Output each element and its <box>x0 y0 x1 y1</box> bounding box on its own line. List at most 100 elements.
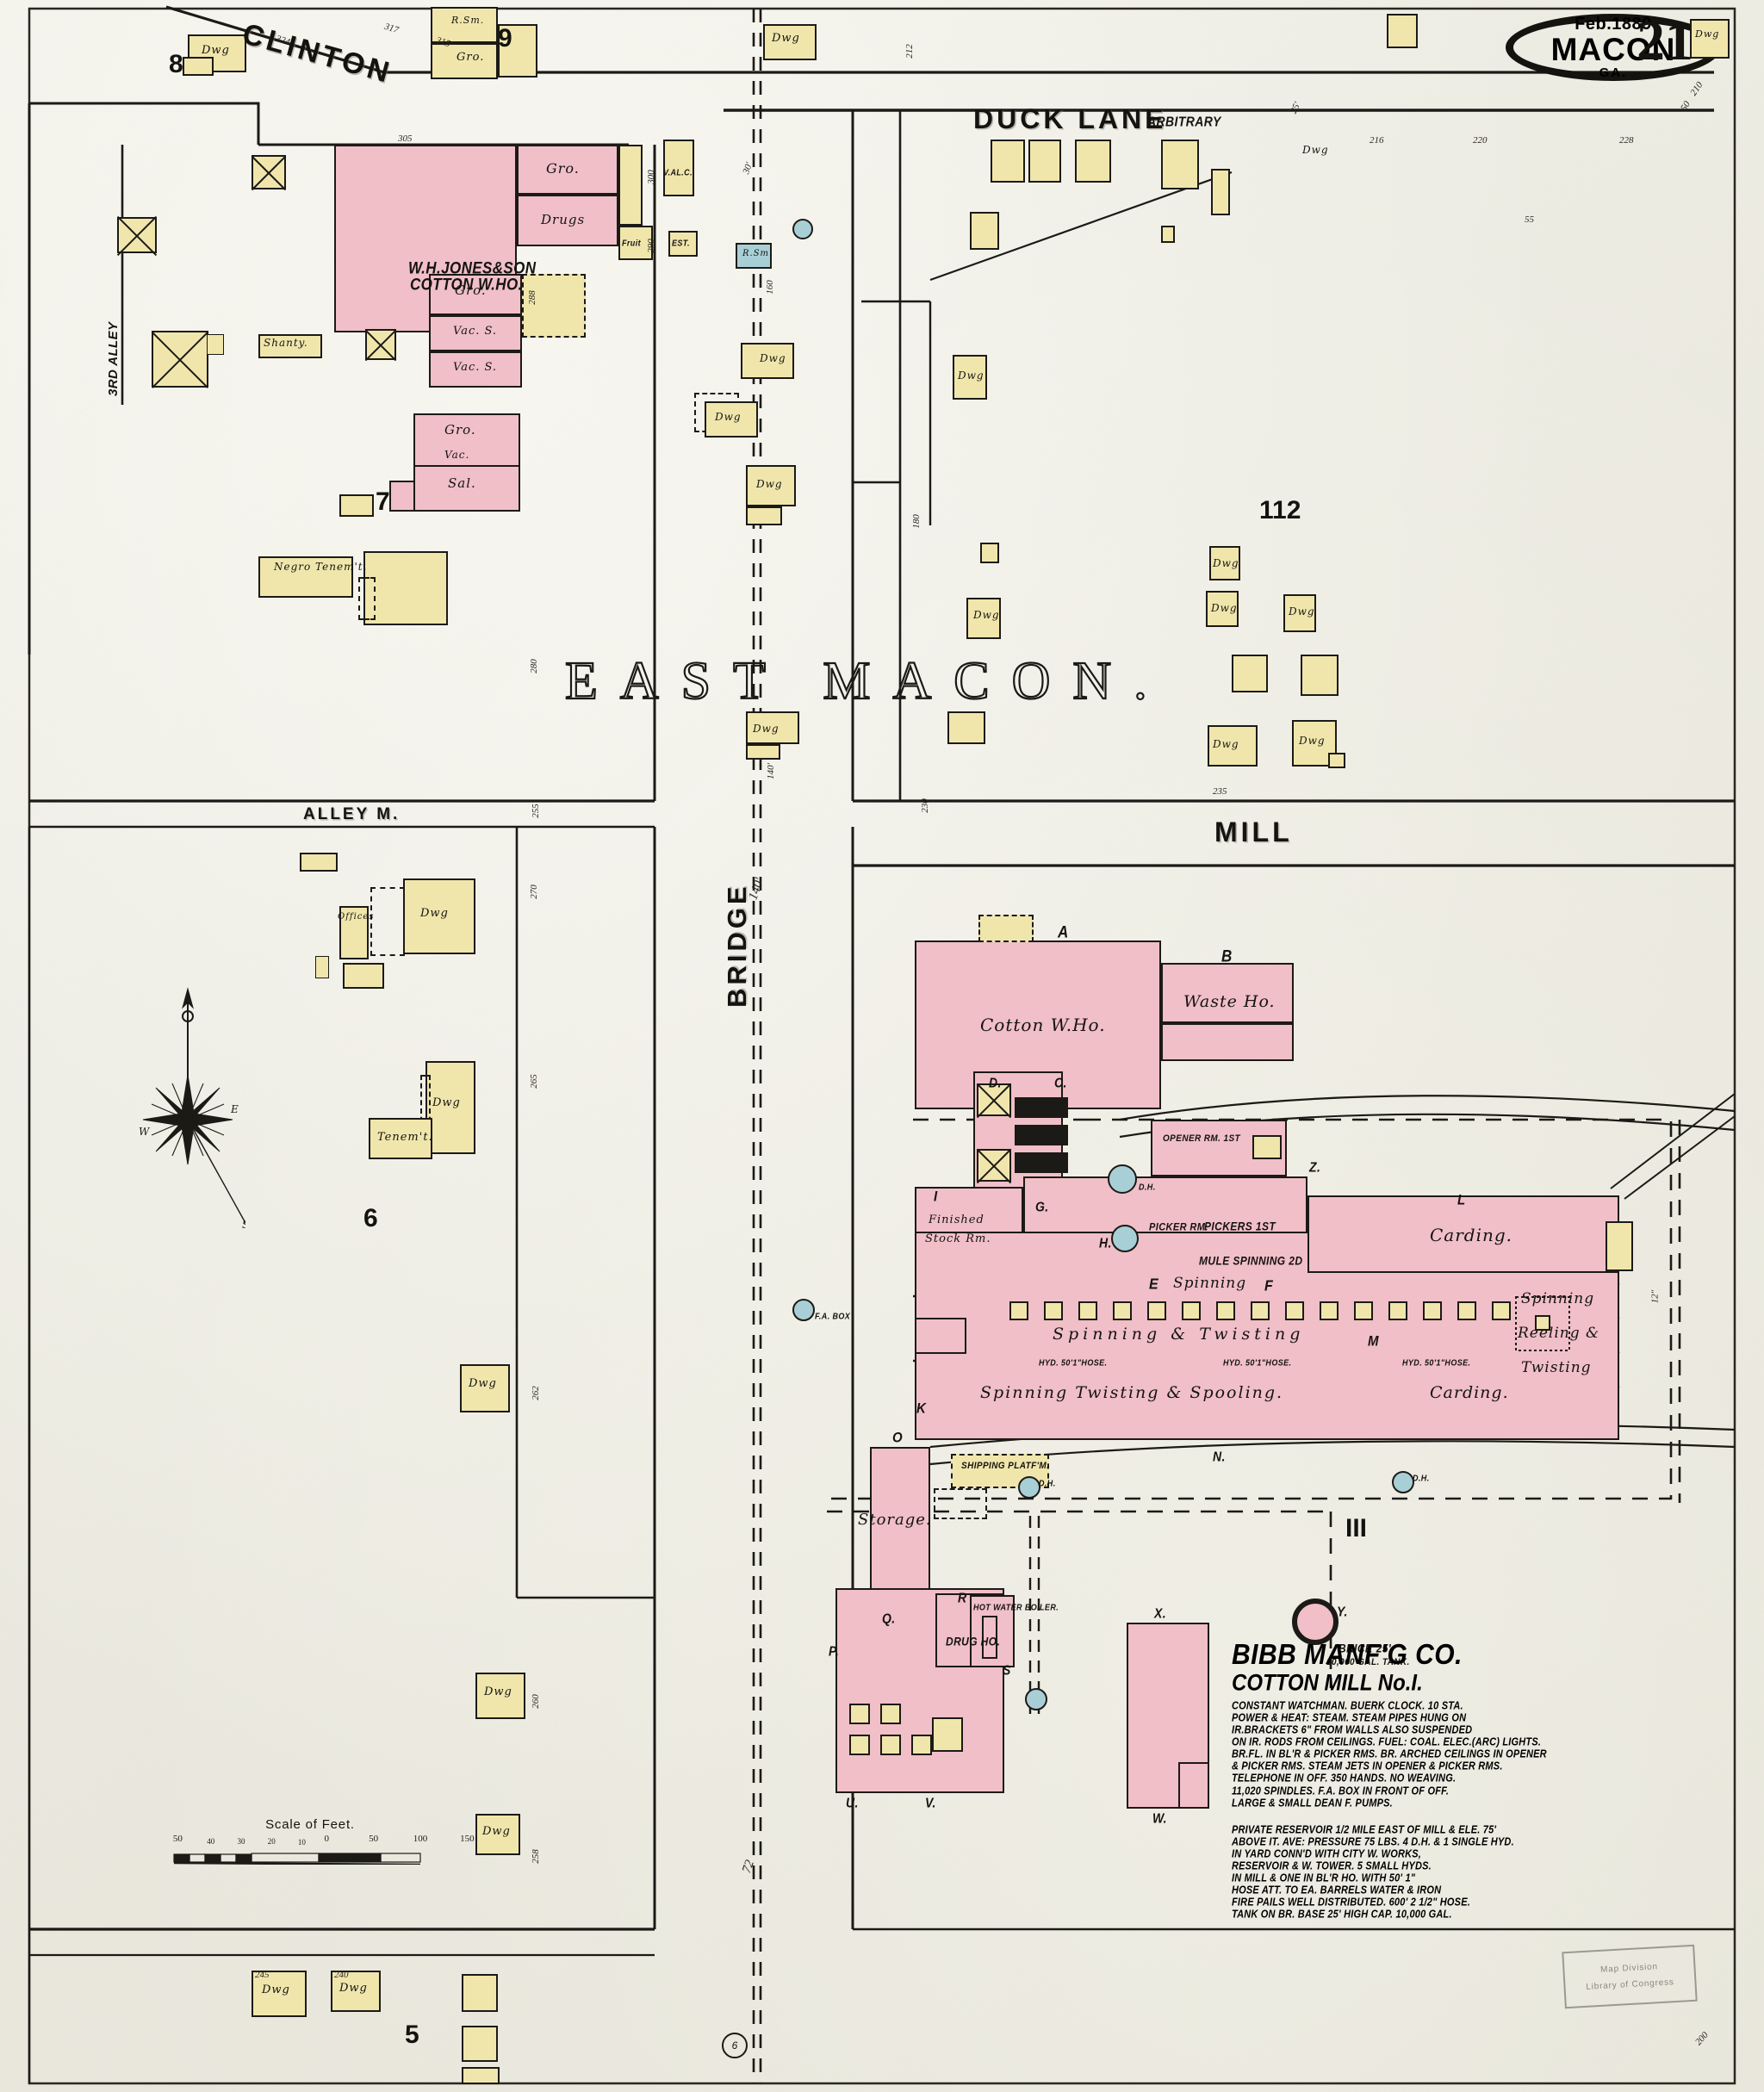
building-mill-east-stair <box>1606 1221 1633 1271</box>
building-mill-south-shed-c <box>880 1704 901 1724</box>
building-dwelling-block8-rear <box>183 57 214 76</box>
key-letter-B: B <box>1221 947 1233 966</box>
occupancy-vacalc: V.AL.C. <box>663 167 693 177</box>
occupancy-dwg-112-d: Dwg <box>756 478 783 490</box>
label-shanty: Shanty. <box>264 337 308 349</box>
hydrant-note-2: HYD. 50'1"HOSE. <box>1223 1357 1292 1368</box>
compass-east-label: E <box>230 1103 239 1115</box>
building-clinton-corner-shop <box>498 24 537 78</box>
building-fruit-stand <box>618 226 653 260</box>
scale-tick-50l: 50 <box>172 1834 183 1844</box>
water-line-5: IN MILL & ONE IN BL'R HO. WITH 50' 1" <box>1232 1872 1416 1884</box>
dim-255: 255 <box>530 804 541 818</box>
dim-72: 55 <box>1525 214 1534 225</box>
building-mill-tenement-x-annex <box>1178 1762 1209 1809</box>
building-6-dwelling-d <box>475 1673 525 1719</box>
occupancy-repair-smith: R.Sm. <box>742 249 773 258</box>
water-line-6: HOSE ATT. TO EA. BARRELS WATER & IRON <box>1232 1884 1442 1896</box>
occupancy-vac: Vac. <box>444 449 470 461</box>
block-number-7: 7 <box>376 487 390 516</box>
block-number-III: III <box>1345 1514 1368 1543</box>
dim-220: 220 <box>1473 135 1488 146</box>
dim-160: 140' <box>765 763 776 779</box>
key-letter-K: K <box>916 1400 927 1418</box>
building-grocery-jones <box>517 145 618 195</box>
scale-bar: Scale of Feet. 50 40 30 20 10 0 50 100 1… <box>172 1817 475 1865</box>
building-vaccination-office <box>663 140 694 196</box>
building-5-dwelling-d <box>462 2026 498 2062</box>
occupancy-gro-1: Gro. <box>546 160 580 177</box>
label-spinning-twisting-f: Spinning & Twisting <box>1053 1325 1305 1344</box>
key-letter-I: I <box>934 1188 938 1206</box>
building-negro-tenement <box>258 556 353 598</box>
label-drug-house: DRUG HO. <box>946 1635 1001 1648</box>
block-number-8: 8 <box>169 50 183 78</box>
mill-description-block: BIBB MANF'G CO. COTTON MILL No.I. CONSTA… <box>1232 1639 1593 1921</box>
key-letter-W-tenement: W. <box>1152 1810 1167 1826</box>
building-saloon-annex <box>389 481 415 512</box>
building-6-shed-a <box>343 963 384 989</box>
building-112-dwelling-w <box>1208 725 1258 767</box>
building-112-dwelling-c <box>1075 140 1111 183</box>
building-shanty <box>258 334 322 358</box>
dim-280: 280 <box>528 659 539 674</box>
occupancy-dwg-112-f: Dwg <box>1213 557 1239 569</box>
building-112-dwelling-t <box>746 744 780 760</box>
building-112-dwelling-l <box>746 506 782 525</box>
label-shipping-platform: SHIPPING PLATF'M. <box>961 1461 1050 1472</box>
key-letter-O: O <box>892 1429 904 1447</box>
building-kitchen-house <box>431 7 498 43</box>
scale-tick-0: 0 <box>324 1834 329 1844</box>
dim-262: 262 <box>530 1386 541 1400</box>
building-5-dwelling-b <box>331 1971 381 2012</box>
occupancy-vac-s-1: Vac. S. <box>453 325 498 338</box>
label-finished-stock-line2: Stock Rm. <box>925 1232 991 1245</box>
building-shipping-platform-ell <box>934 1488 987 1519</box>
building-mill-fan-room <box>932 1717 963 1752</box>
label-carding-east: Carding. <box>1430 1225 1513 1245</box>
building-grocery-lower-rear <box>522 274 586 338</box>
hydrant-note-dh-c: D.H. <box>1139 1182 1156 1192</box>
block-number-6: 6 <box>363 1204 378 1232</box>
building-est-shed <box>668 231 698 257</box>
building-special-hazard-3 <box>152 331 208 388</box>
label-spinning-twisting-spooling-k: Spinning Twisting & Spooling. <box>980 1383 1284 1402</box>
occupancy-dwg-6-c: Dwg <box>469 1377 497 1390</box>
building-grocery-lower <box>429 274 522 315</box>
label-opener-room: OPENER RM. 1ST <box>1163 1133 1241 1145</box>
building-vacant-store-1 <box>429 315 522 351</box>
building-5-dwelling-e <box>462 2067 500 2084</box>
hydrant-yard-b <box>1392 1471 1414 1493</box>
key-letter-Q-mill-south: Q. <box>882 1611 896 1626</box>
occupancy-gro-3: Gro. <box>444 422 476 438</box>
building-jones-side-strip <box>618 145 643 226</box>
dim-25: 12" <box>1649 1289 1661 1304</box>
hydrant-bridge-mid <box>792 1299 815 1321</box>
building-112-dwelling-r <box>947 711 985 744</box>
scale-tick-10: 10 <box>297 1838 306 1847</box>
boiler-unit-3 <box>1015 1152 1068 1173</box>
street-label-bridge: BRIDGE <box>722 883 752 1008</box>
desc-line-3: IR.BRACKETS 6" FROM WALLS ALSO SUSPENDED <box>1232 1724 1473 1737</box>
building-duck-lane-dwelling-2 <box>1387 14 1418 48</box>
dim-212: 212 <box>904 44 915 59</box>
dim-240: 240 <box>334 1970 349 1980</box>
dim-305: 305 <box>398 133 413 144</box>
key-letter-C-boiler: C. <box>1054 1075 1067 1090</box>
key-letter-G-picker: G. <box>1035 1199 1049 1214</box>
water-line-1: PRIVATE RESERVOIR 1/2 MILE EAST OF MILL … <box>1232 1823 1497 1836</box>
street-note-arbitrary: ARBITRARY <box>1147 114 1221 129</box>
dim-235: 235 <box>1213 786 1227 797</box>
desc-line-4: ON IR. RODS FROM CEILINGS. FUEL: COAL. E… <box>1232 1736 1542 1749</box>
building-112-dwelling-b <box>1028 140 1061 183</box>
map-city: MACON <box>1550 32 1676 68</box>
label-pickers-1st: PICKERS 1ST <box>1204 1220 1276 1233</box>
desc-line-8: 11,020 SPINDLES. F.A. BOX IN FRONT OF OF… <box>1232 1785 1450 1797</box>
compass-rose: E W S <box>139 987 245 1231</box>
hydrant-note-dh-b: D.H. <box>1413 1473 1430 1483</box>
water-line-2: ABOVE IT. AVE: PRESSURE 75 LBS. 4 D.H. &… <box>1232 1835 1514 1848</box>
building-mill-south-shed-d <box>880 1735 901 1755</box>
building-5-dwelling-c <box>462 1974 498 2012</box>
building-dwelling-block7-porch <box>358 577 376 620</box>
occupancy-dwg-5-b: Dwg <box>339 1982 368 1995</box>
